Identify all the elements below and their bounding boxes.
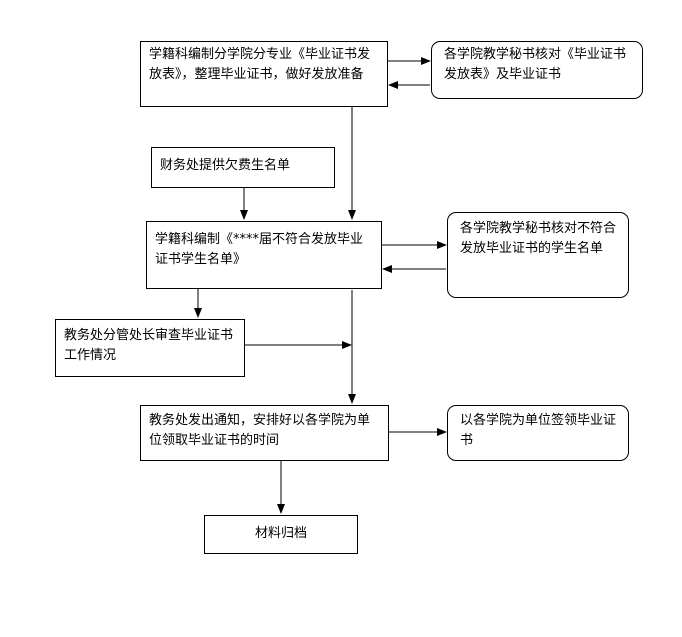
step-compile-diploma-list: 学籍科编制分学院分专业《毕业证书发放表》，整理毕业证书，做好发放准备 — [140, 41, 388, 107]
step-director-review: 教务处分管处长审查毕业证书工作情况 — [55, 319, 245, 377]
step-archive: 材料归档 — [204, 515, 358, 554]
step-college-verify-ineligible: 各学院教学秘书核对不符合发放毕业证书的学生名单 — [447, 212, 629, 298]
step-college-collect: 以各学院为单位签领毕业证书 — [447, 405, 629, 461]
step-issue-notice: 教务处发出通知，安排好以各学院为单位领取毕业证书的时间 — [140, 405, 389, 461]
step-finance-arrears-list: 财务处提供欠费生名单 — [151, 147, 335, 188]
step-compile-ineligible-list: 学籍科编制《****届不符合发放毕业证书学生名单》 — [146, 221, 382, 289]
step-college-verify-list: 各学院教学秘书核对《毕业证书发放表》及毕业证书 — [431, 41, 643, 99]
